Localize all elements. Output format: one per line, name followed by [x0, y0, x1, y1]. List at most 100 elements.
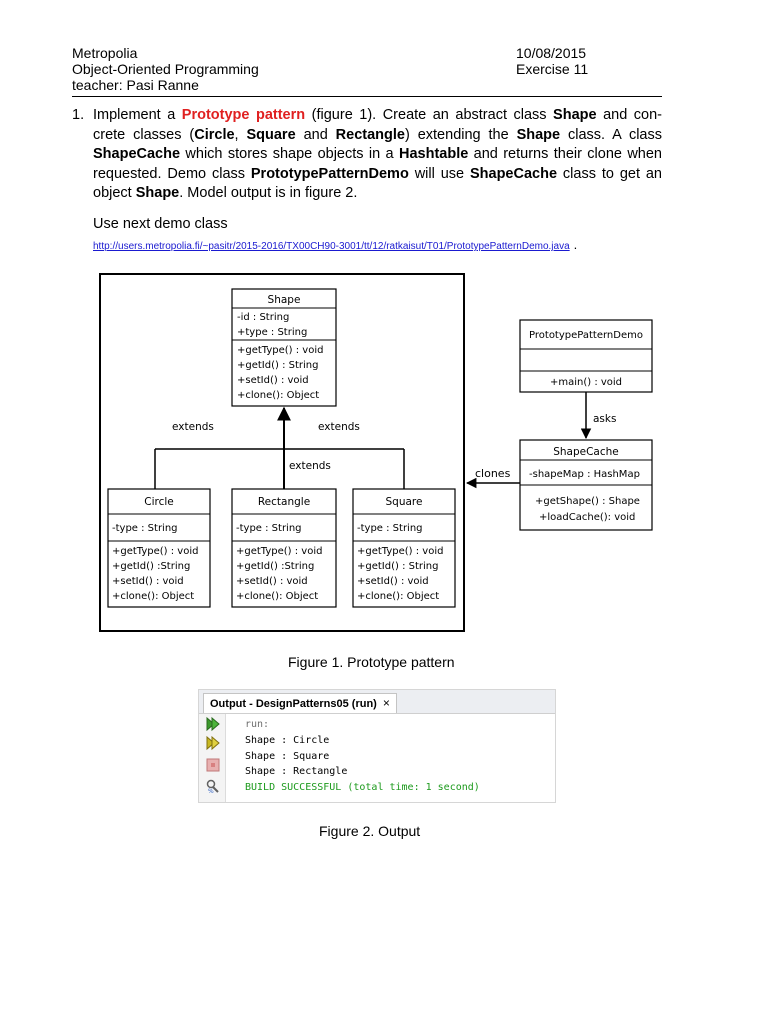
header-left: Metropolia Object-Oriented Programming t… [72, 45, 259, 93]
demo-link-row: http://users.metropolia.fi/~pasitr/2015-… [93, 237, 577, 252]
method: +getType() : void [236, 546, 322, 557]
header-exercise: Exercise 11 [516, 61, 589, 77]
figure-1: Shape -id : String +type : String +getTy… [99, 273, 679, 648]
method: +getId() : String [357, 561, 438, 572]
keyword-shapecache: ShapeCache [93, 146, 181, 162]
stop-icon[interactable] [205, 757, 221, 773]
keyword-shape: Shape [135, 185, 180, 201]
header-right: 10/08/2015 Exercise 11 [516, 45, 588, 77]
method: +getType() : void [112, 546, 198, 557]
attr: -type : String [112, 523, 178, 534]
demo-link-trailing: . [573, 237, 578, 252]
method: +clone(): Object [357, 591, 439, 602]
keyword-square: Square [246, 126, 296, 143]
method: +getId() : String [237, 360, 318, 371]
figure-1-caption: Figure 1. Prototype pattern [288, 654, 455, 670]
class-prototypepatterndemo: PrototypePatternDemo +main() : void [519, 319, 653, 393]
method: +loadCache(): void [539, 512, 635, 523]
class-name: PrototypePatternDemo [529, 330, 643, 341]
header-rule [72, 96, 662, 97]
text-run: (figure 1). Create an abstract class [305, 107, 554, 123]
class-name: Rectangle [258, 496, 310, 508]
keyword-shape: Shape [553, 107, 597, 123]
output-tabbar: Output - DesignPatterns05 (run) × [199, 690, 555, 714]
header-teacher: teacher: Pasi Ranne [72, 77, 199, 93]
close-icon[interactable]: × [382, 696, 390, 710]
header-org: Metropolia [72, 45, 138, 61]
class-name: ShapeCache [553, 446, 619, 458]
output-tab[interactable]: Output - DesignPatterns05 (run) × [203, 693, 397, 713]
text-run: , [234, 126, 247, 143]
keyword-rectangle: Rectangle [335, 126, 405, 143]
class-shape: Shape -id : String +type : String +getTy… [231, 288, 337, 407]
figure-2-caption: Figure 2. Output [319, 823, 421, 839]
text-run: ) extending the [404, 126, 517, 143]
class-circle: Circle -type : String +getType() : void … [107, 488, 211, 608]
method: +setId() : void [236, 576, 308, 587]
svg-text:%: % [208, 788, 214, 794]
class-name: Square [386, 496, 423, 508]
text-run: and [295, 126, 336, 143]
output-toolbar: % [199, 714, 226, 802]
class-name: Shape [268, 294, 301, 306]
keyword-hashtable: Hashtable [398, 146, 469, 162]
method: +setId() : void [237, 375, 309, 386]
console-line: run: [245, 719, 270, 730]
console-line-success: BUILD SUCCESSFUL (total time: 1 second) [245, 782, 480, 794]
method: +setId() : void [112, 576, 184, 587]
text-run: which stores shape objects in a [180, 146, 399, 162]
method: +getType() : void [357, 546, 443, 557]
method: +clone(): Object [236, 591, 318, 602]
label-asks: asks [593, 413, 616, 425]
demo-link[interactable]: http://users.metropolia.fi/~pasitr/2015-… [93, 241, 570, 252]
settings-icon[interactable]: % [205, 778, 221, 794]
header-course: Object-Oriented Programming [72, 61, 259, 77]
console-line: Shape : Square [245, 750, 330, 762]
console-line: Shape : Circle [245, 734, 330, 746]
keyword-prototype-pattern: Prototype pattern [181, 107, 306, 123]
output-panel: Output - DesignPatterns05 (run) × % run: S… [198, 689, 556, 803]
method: +getId() :String [236, 561, 314, 572]
text-run: and returns their clone when requested. … [93, 146, 662, 182]
text-run: will use [408, 165, 470, 182]
header-date: 10/08/2015 [516, 45, 587, 61]
method: +clone(): Object [112, 591, 194, 602]
diagram-frame [99, 273, 465, 632]
uml-diagram: Shape -id : String +type : String +getTy… [99, 273, 653, 632]
console-line: Shape : Rectangle [245, 766, 348, 778]
label-extends-center: extends [289, 460, 331, 472]
rerun-with-params-icon[interactable] [205, 735, 221, 751]
method: +getShape() : Shape [535, 496, 640, 507]
task-number: 1. [72, 107, 85, 123]
method: +setId() : void [357, 576, 429, 587]
rerun-icon[interactable] [205, 716, 221, 732]
label-clones: clones [475, 467, 511, 480]
keyword-shapecache: ShapeCache [469, 165, 558, 182]
keyword-shape: Shape [516, 126, 561, 143]
keyword-prototypepatterndemo: PrototypePatternDemo [250, 165, 409, 182]
class-name: Circle [144, 496, 174, 508]
text-run: and con-crete classes ( [93, 107, 662, 143]
class-rectangle: Rectangle -type : String +getType() : vo… [231, 488, 337, 608]
task-text: Implement a Prototype pattern (figure 1)… [93, 106, 662, 204]
label-extends-right: extends [318, 421, 360, 433]
method: +getId() :String [112, 561, 190, 572]
demo-label: Use next demo class [93, 216, 228, 232]
text-run: Implement a [93, 107, 182, 123]
attr: -type : String [236, 523, 302, 534]
method: +getType() : void [237, 345, 323, 356]
text-run: class. A class [560, 126, 662, 143]
method: +main() : void [550, 377, 622, 388]
label-extends-left: extends [172, 421, 214, 433]
task-1: 1. Implement a Prototype pattern (figure… [72, 106, 662, 204]
text-run: . Model output is in figure 2. [179, 185, 358, 201]
class-shapecache: ShapeCache -shapeMap : HashMap +getShape… [519, 439, 653, 531]
keyword-circle: Circle [194, 126, 235, 143]
attr: -id : String [237, 312, 289, 323]
attr: -shapeMap : HashMap [529, 469, 640, 480]
text-run: class to get an object [93, 165, 662, 202]
output-tab-title: Output - DesignPatterns05 (run) [210, 698, 377, 710]
class-square: Square -type : String +getType() : void … [352, 488, 456, 608]
method: +clone(): Object [237, 390, 319, 401]
